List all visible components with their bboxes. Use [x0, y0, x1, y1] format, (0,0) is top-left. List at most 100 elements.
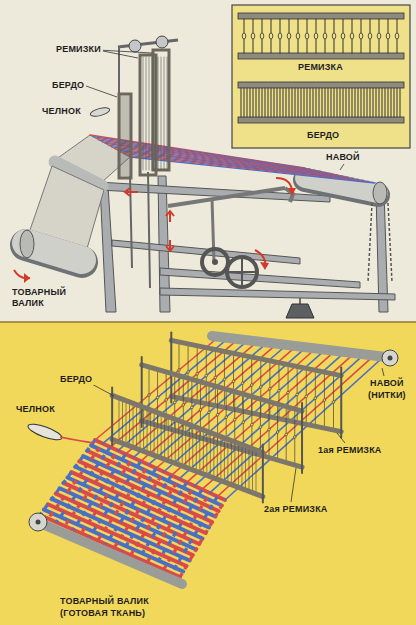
warp-thread: [179, 353, 322, 479]
warp-in-cloth: [114, 472, 164, 548]
frame-leg: [100, 186, 116, 312]
heddle-eye: [287, 391, 290, 394]
heddle-eye: [165, 399, 168, 402]
part-label: БЕРДО: [50, 80, 86, 91]
reed-dent: [382, 88, 383, 117]
reed-rail: [238, 117, 404, 123]
heddle-eye: [296, 393, 299, 396]
heddle-eye: [269, 388, 272, 391]
crank-shaft: [168, 188, 285, 206]
heddle-eye: [250, 384, 253, 387]
reed-dent: [126, 401, 127, 445]
reed-dent: [262, 88, 263, 117]
reed-dent: [127, 96, 128, 176]
part-label: РЕМИЗКА: [296, 62, 345, 73]
panel-edge: [0, 321, 416, 323]
roller-end: [20, 230, 34, 258]
inset-panel: [232, 5, 410, 148]
warp-thread: [225, 360, 380, 500]
reed-dent: [298, 88, 299, 117]
warp-threads: [90, 135, 375, 183]
roller-end: [373, 182, 387, 204]
chain: [388, 203, 392, 282]
reed-dent: [268, 88, 269, 117]
upper-ground: [0, 0, 416, 322]
reed-dent: [337, 88, 338, 117]
reed-dent: [182, 422, 183, 466]
warp-in-cloth: [147, 486, 194, 563]
arrow-head: [288, 188, 296, 196]
heddle-eye: [259, 386, 262, 389]
reed-dent: [206, 431, 207, 475]
reed-dent: [253, 88, 254, 117]
heddle-eye: [285, 433, 288, 436]
reed-frame: [119, 94, 131, 178]
reed-dent: [274, 88, 275, 117]
reed-dent: [220, 437, 221, 481]
warp-in-cloth: [155, 489, 202, 566]
warp-in-cloth: [65, 451, 118, 526]
roller-end: [29, 513, 47, 531]
chain: [368, 203, 372, 282]
heddle-string: [306, 368, 307, 424]
reed-dent: [373, 88, 374, 117]
heddle-eye: [225, 416, 228, 419]
reed-dent: [352, 88, 353, 117]
heddle-string: [297, 366, 298, 422]
heddle-string: [286, 407, 287, 463]
heddle-eye: [278, 33, 282, 39]
reed-dent: [391, 88, 392, 117]
motion-arrow: [166, 240, 174, 251]
reed-dent: [397, 88, 398, 117]
reed-dent: [316, 88, 317, 117]
heddle-eye: [341, 33, 345, 39]
heddle-frames: [112, 332, 341, 502]
heddle-string: [233, 353, 234, 409]
heddle-eye: [178, 369, 181, 372]
warp-thread: [210, 358, 361, 493]
heddle-string: [149, 57, 150, 170]
reed-dent: [178, 421, 179, 465]
heddle-eye: [223, 378, 226, 381]
heddle-string: [188, 344, 189, 400]
reed-dent: [189, 425, 190, 469]
reed-dent: [385, 88, 386, 117]
warp-in-cloth: [180, 500, 225, 577]
part-label: РЕМИЗКИ: [54, 44, 103, 55]
treadle-rod: [130, 176, 132, 268]
heddle-eye: [214, 376, 217, 379]
reed-dent: [157, 413, 158, 457]
reed-dent: [238, 443, 239, 487]
heddle-string: [243, 394, 244, 450]
heddle-rail: [238, 13, 404, 19]
reed-dent: [331, 88, 332, 117]
reed-dent: [334, 88, 335, 117]
reed-dent: [340, 88, 341, 117]
warp-in-cloth: [81, 458, 133, 534]
heddle-eye: [148, 394, 151, 397]
heddle-string: [315, 370, 316, 426]
reed-dent: [349, 88, 350, 117]
reed-dent: [125, 96, 126, 176]
heddle-string: [164, 57, 165, 170]
reed-bar: [112, 395, 263, 452]
heddle-eye: [287, 33, 291, 39]
reed-rail: [238, 82, 404, 88]
reed-dent: [196, 427, 197, 471]
reed-dent: [322, 88, 323, 117]
shuttle: [26, 421, 63, 443]
heddle-string: [152, 57, 153, 170]
roller-end: [382, 350, 398, 366]
heddle-eye: [196, 372, 199, 375]
reed-dent: [379, 88, 380, 117]
reed-dent: [136, 405, 137, 449]
heddle-cord: [301, 403, 303, 473]
heddle-eye: [242, 421, 245, 424]
heddle-eye: [350, 33, 354, 39]
heddle-eye: [276, 431, 279, 434]
heddle-cord: [141, 357, 143, 427]
heddle-string: [278, 363, 279, 419]
heddle-eye: [216, 413, 219, 416]
reed-dent: [325, 88, 326, 117]
